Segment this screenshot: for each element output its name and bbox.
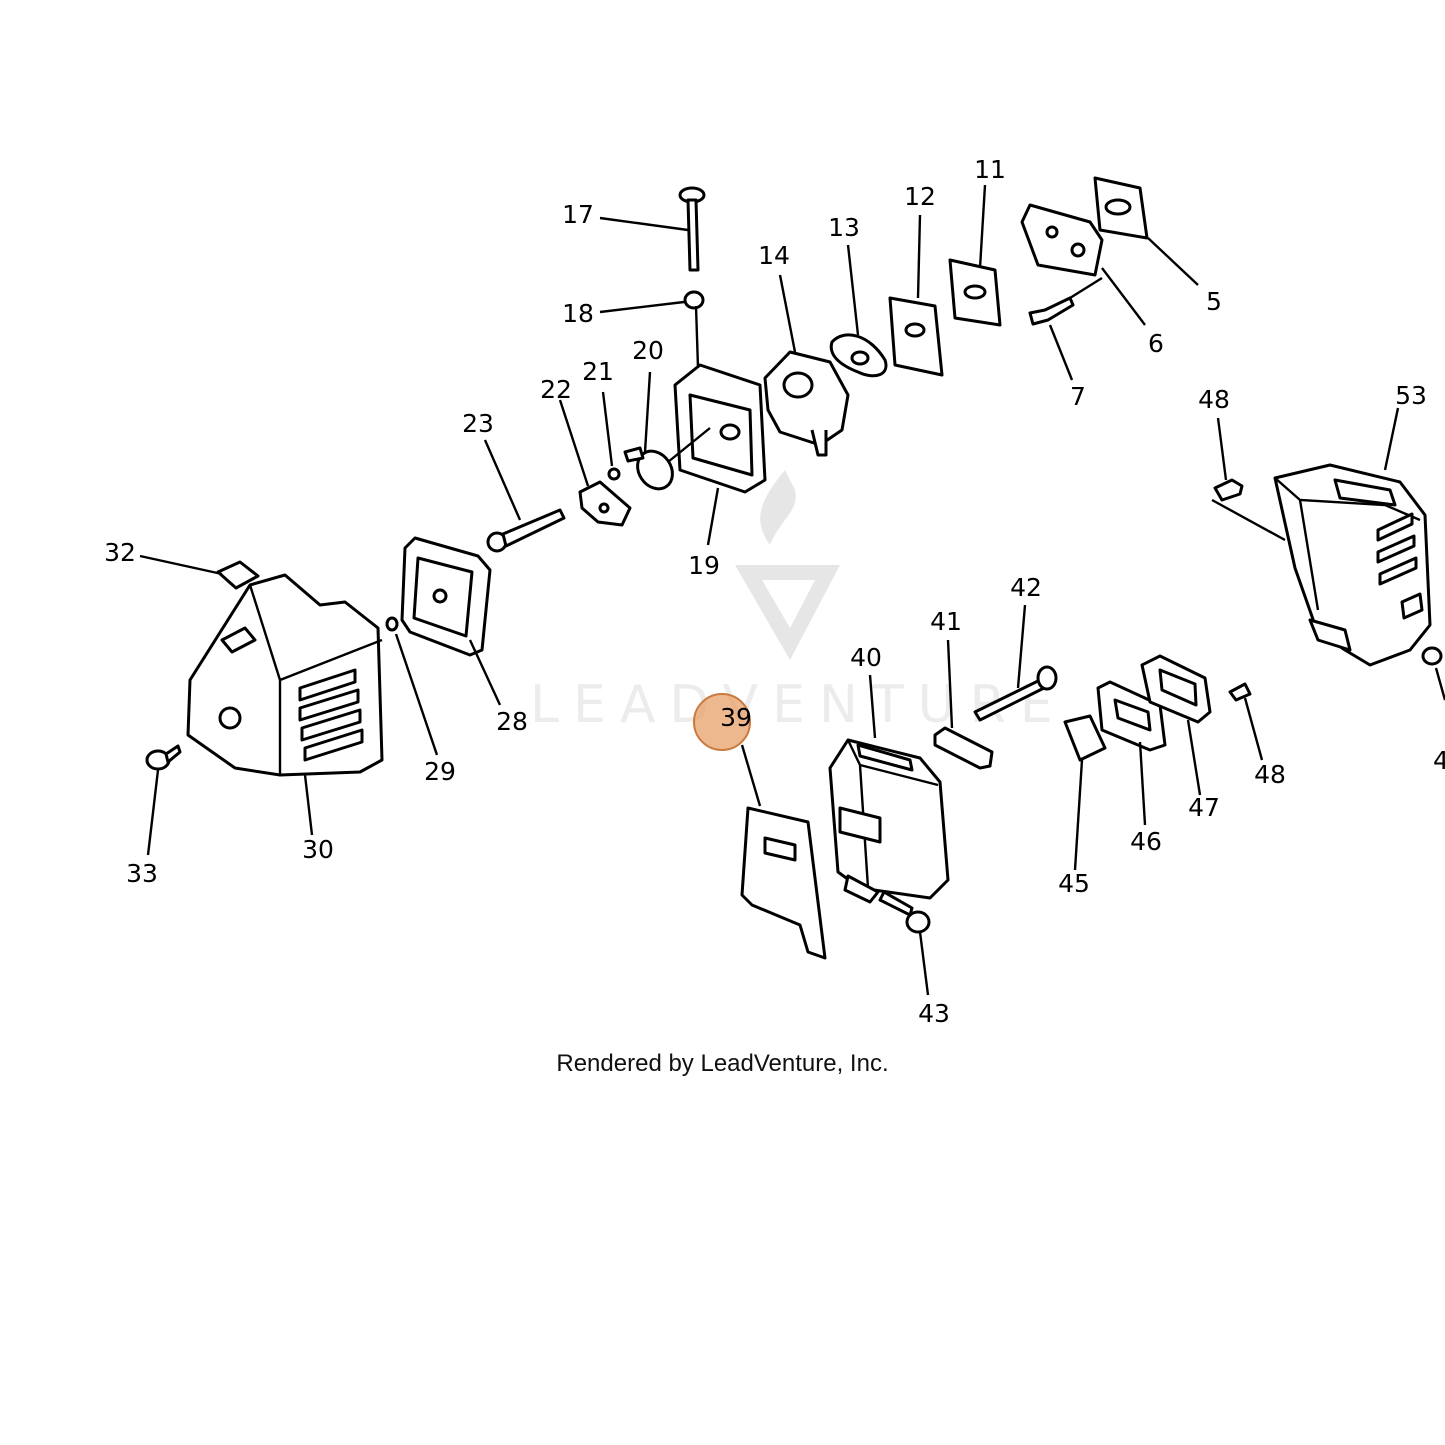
part-39-heat-shield[interactable]	[740, 744, 827, 960]
part-17-bolt[interactable]	[599, 186, 706, 272]
part-45-plate[interactable]	[1063, 714, 1107, 871]
part-14-carburetor[interactable]	[763, 274, 850, 457]
label-14[interactable]: 14	[758, 241, 790, 270]
label-4-cropped[interactable]: 4	[1433, 746, 1445, 775]
part-11-gasket[interactable]	[948, 184, 1002, 327]
label-40[interactable]: 40	[850, 643, 882, 672]
label-32[interactable]: 32	[104, 538, 136, 567]
label-30[interactable]: 30	[302, 835, 334, 864]
highlight-marker-39[interactable]	[693, 693, 751, 751]
label-28[interactable]: 28	[496, 707, 528, 736]
part-23-long-screw[interactable]	[483, 439, 566, 553]
label-48-upper[interactable]: 48	[1198, 385, 1230, 414]
label-21[interactable]: 21	[582, 357, 614, 386]
label-33[interactable]: 33	[126, 859, 158, 888]
label-17[interactable]: 17	[562, 200, 594, 229]
part-28-filter-frame[interactable]	[400, 536, 502, 706]
part-13-gasket[interactable]	[829, 244, 888, 378]
part-20-choke-plate[interactable]	[623, 371, 711, 496]
part-53-engine-cover[interactable]	[1211, 407, 1445, 701]
part-30-cover[interactable]	[186, 573, 384, 836]
part-12-plate[interactable]	[888, 214, 944, 377]
part-47-flange[interactable]	[1140, 654, 1212, 796]
label-18[interactable]: 18	[562, 299, 594, 328]
render-credit: Rendered by LeadVenture, Inc.	[556, 1050, 889, 1077]
label-20[interactable]: 20	[632, 336, 664, 365]
label-29[interactable]: 29	[424, 757, 456, 786]
label-42[interactable]: 42	[1010, 573, 1042, 602]
label-23[interactable]: 23	[462, 409, 494, 438]
part-40-muffler[interactable]	[828, 674, 950, 904]
label-5[interactable]: 5	[1206, 287, 1222, 316]
label-53[interactable]: 53	[1395, 381, 1427, 410]
part-18-nut[interactable]	[599, 290, 705, 314]
part-5-gasket[interactable]	[1093, 176, 1199, 286]
label-13[interactable]: 13	[828, 213, 860, 242]
label-22[interactable]: 22	[540, 375, 572, 404]
part-48-screw-upper[interactable]	[1213, 417, 1244, 502]
part-32-label[interactable]	[139, 554, 260, 590]
watermark-text: LEADVENTURE	[530, 675, 1067, 735]
label-45[interactable]: 45	[1058, 869, 1090, 898]
part-21-washer[interactable]	[601, 391, 621, 481]
label-46[interactable]: 46	[1130, 827, 1162, 856]
part-41-plate[interactable]	[933, 639, 994, 770]
label-7[interactable]: 7	[1070, 382, 1086, 411]
label-41[interactable]: 41	[930, 607, 962, 636]
label-39[interactable]: 39	[720, 703, 752, 732]
part-46-gasket[interactable]	[1096, 680, 1167, 826]
watermark-logo	[735, 470, 840, 660]
part-29-nut[interactable]	[385, 616, 439, 756]
label-48-lower[interactable]: 48	[1254, 760, 1286, 789]
part-42-long-bolt[interactable]	[973, 604, 1058, 722]
label-43[interactable]: 43	[918, 999, 950, 1028]
part-33-knob-screw[interactable]	[145, 744, 182, 856]
label-19[interactable]: 19	[688, 551, 720, 580]
part-48-screw-lower[interactable]	[1228, 682, 1264, 761]
label-12[interactable]: 12	[904, 182, 936, 211]
part-43-screw[interactable]	[878, 890, 931, 996]
label-6[interactable]: 6	[1148, 329, 1164, 358]
part-19-air-cleaner-base[interactable]	[673, 305, 767, 546]
part-22-bracket[interactable]	[558, 399, 632, 527]
part-7-screw[interactable]	[1028, 296, 1075, 381]
label-47[interactable]: 47	[1188, 793, 1220, 822]
part-6-insulator[interactable]	[1020, 203, 1146, 326]
label-11[interactable]: 11	[974, 155, 1006, 184]
